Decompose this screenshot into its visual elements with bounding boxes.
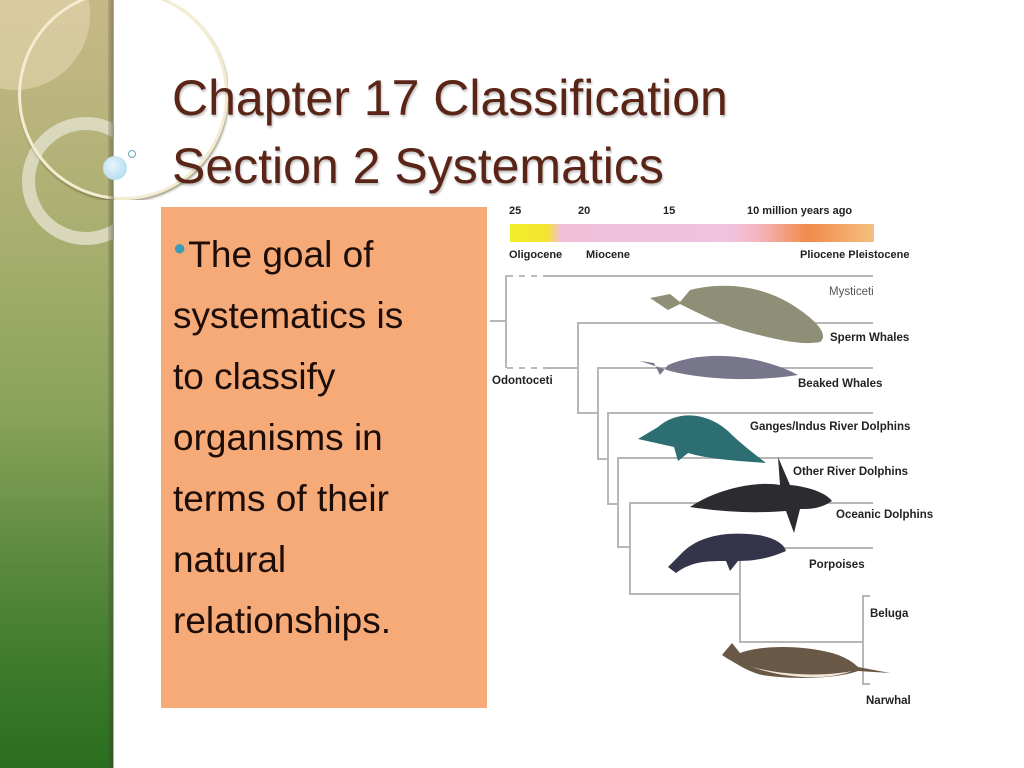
bullet-line: relationships. [173,600,392,641]
taxon-label: Ganges/Indus River Dolphins [750,421,911,433]
decorative-dot-icon [128,150,136,158]
title-line-2: Section 2 Systematics [172,138,664,194]
bullet-line: systematics is [173,295,404,336]
bullet-text-box: ●The goal of systematics is to classify … [161,207,487,708]
decorative-bubble-icon [103,156,127,180]
bullet-item: ●The goal of [173,234,374,275]
sperm-whale-icon [650,285,824,344]
taxon-label: Porpoises [809,559,865,571]
geologic-timebar [510,224,874,242]
whale-phylogeny-figure: 25 20 15 10 million years ago Oligocene … [490,195,960,715]
time-tick: 20 [578,205,591,217]
beaked-whale-icon [640,355,798,380]
taxon-label: Other River Dolphins [793,466,909,478]
taxon-label: Oceanic Dolphins [836,509,934,521]
slide-title: Chapter 17 Classification Section 2 Syst… [172,64,728,200]
taxon-label: Sperm Whales [830,332,910,344]
time-tick: 10 million years ago [747,205,853,217]
epoch-label: Miocene [586,249,631,261]
bullet-line: organisms in [173,417,383,458]
narwhal-icon [722,643,890,678]
epoch-label: Pliocene Pleistocene [800,249,910,261]
river-dolphin-icon [638,415,766,463]
decorative-arc-icon [18,0,228,200]
orca-icon [690,457,832,533]
bullet-icon: ● [173,235,187,260]
bullet-line: to classify [173,356,336,397]
taxon-label: Beluga [870,608,909,620]
epoch-label: Oligocene [509,249,563,261]
taxon-label: Narwhal [866,695,911,707]
porpoise-icon [668,533,786,573]
time-tick: 25 [509,205,522,217]
clade-label-odontoceti: Odontoceti [492,375,553,387]
bullet-line: terms of their [173,478,389,519]
clade-label-mysticeti: Mysticeti [829,286,874,298]
taxon-label: Beaked Whales [798,378,883,390]
time-tick: 15 [663,205,676,217]
band-edge-shadow [108,0,114,768]
bullet-line: natural [173,539,287,580]
title-line-1: Chapter 17 Classification [172,70,728,126]
